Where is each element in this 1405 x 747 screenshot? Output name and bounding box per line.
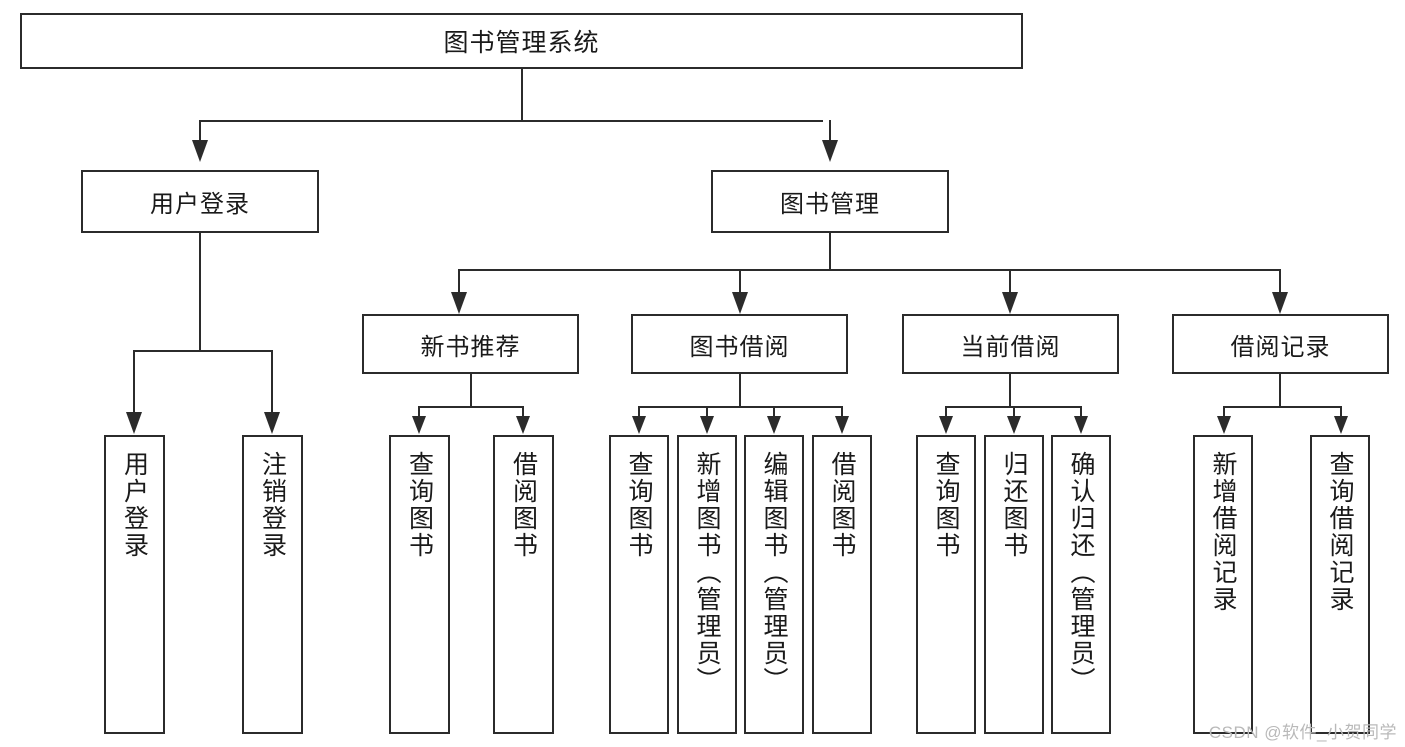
arrowhead-book-borrow — [732, 292, 748, 314]
node-label: 归还图书 — [1000, 451, 1028, 559]
edge-drop-leaf-confirm-return — [1080, 406, 1082, 418]
node-leaf-add-borrow-record[interactable]: 新增借阅记录 — [1193, 435, 1253, 734]
edge-borrow-record-stem — [1279, 374, 1281, 408]
arrowhead-leaf-query-book-3 — [939, 416, 953, 434]
arrowhead-leaf-return-book — [1007, 416, 1021, 434]
edge-drop-leaf-query-record — [1340, 406, 1342, 418]
watermark: CSDN @软件_小贺同学 — [1208, 723, 1397, 742]
arrowhead-leaf-confirm-return — [1074, 416, 1088, 434]
arrowhead-leaf-add-record — [1217, 416, 1231, 434]
node-leaf-query-book-1[interactable]: 查询图书 — [389, 435, 450, 734]
edge-drop-leaf-edit-book — [773, 406, 775, 418]
node-new-book-recommend[interactable]: 新书推荐 — [362, 314, 579, 374]
edge-drop-leaf-logout — [271, 350, 273, 416]
edge-drop-leaf-add-record — [1223, 406, 1225, 418]
node-label: 用户登录 — [150, 191, 250, 218]
edge-drop-leaf-add-book — [706, 406, 708, 418]
edge-level3-bus — [458, 269, 1281, 271]
edge-user-login-bus — [133, 350, 272, 352]
edge-new-book-rec-bus — [418, 406, 524, 408]
edge-drop-leaf-user-login — [133, 350, 135, 416]
node-label: 借阅记录 — [1230, 333, 1331, 361]
node-borrow-record[interactable]: 借阅记录 — [1172, 314, 1389, 374]
edge-drop-leaf-borrow-book-1 — [522, 406, 524, 418]
edge-drop-new-book-rec — [458, 269, 460, 295]
edge-drop-book-manage — [829, 120, 831, 142]
arrowhead-current-borrow — [1002, 292, 1018, 314]
arrowhead-leaf-borrow-book-2 — [835, 416, 849, 434]
node-leaf-query-book-2[interactable]: 查询图书 — [609, 435, 669, 734]
arrowhead-leaf-user-login — [126, 412, 142, 434]
edge-borrow-record-bus — [1223, 406, 1341, 408]
node-leaf-confirm-return[interactable]: 确认归还（管理员） — [1051, 435, 1111, 734]
node-leaf-borrow-book-1[interactable]: 借阅图书 — [493, 435, 554, 734]
node-label: 借阅图书 — [828, 451, 856, 559]
node-label: 用户登录 — [120, 451, 149, 559]
edge-drop-user-login — [199, 120, 201, 142]
arrowhead-leaf-edit-book — [767, 416, 781, 434]
node-label: 查询借阅记录 — [1326, 451, 1354, 613]
node-leaf-query-book-3[interactable]: 查询图书 — [916, 435, 976, 734]
edge-book-manage-stem — [829, 233, 831, 271]
node-leaf-return-book[interactable]: 归还图书 — [984, 435, 1044, 734]
node-label: 查询图书 — [625, 451, 653, 559]
node-user-login[interactable]: 用户登录 — [81, 170, 319, 233]
node-leaf-add-book[interactable]: 新增图书（管理员） — [677, 435, 737, 734]
arrowhead-user-login — [192, 140, 208, 162]
node-label: 查询图书 — [932, 451, 960, 559]
arrowhead-leaf-query-record — [1334, 416, 1348, 434]
edge-drop-leaf-query-book-2 — [638, 406, 640, 418]
edge-current-borrow-stem — [1009, 374, 1011, 408]
node-label: 借阅图书 — [509, 451, 538, 559]
edge-book-borrow-stem — [739, 374, 741, 408]
edge-user-login-stem — [199, 233, 201, 352]
edge-drop-current-borrow — [1009, 269, 1011, 295]
node-label: 确认归还（管理员） — [1067, 451, 1095, 694]
node-label: 图书管理 — [780, 191, 880, 218]
node-leaf-edit-book[interactable]: 编辑图书（管理员） — [744, 435, 804, 734]
arrowhead-book-manage — [822, 140, 838, 162]
node-label: 当前借阅 — [960, 333, 1061, 361]
edge-drop-leaf-query-book-3 — [945, 406, 947, 418]
node-leaf-query-borrow-record[interactable]: 查询借阅记录 — [1310, 435, 1370, 734]
node-label: 编辑图书（管理员） — [760, 451, 788, 694]
node-label: 新增借阅记录 — [1209, 451, 1237, 613]
node-book-borrow[interactable]: 图书借阅 — [631, 314, 848, 374]
node-leaf-logout[interactable]: 注销登录 — [242, 435, 303, 734]
node-label: 注销登录 — [258, 451, 287, 559]
arrowhead-leaf-logout — [264, 412, 280, 434]
arrowhead-leaf-query-book-1 — [412, 416, 426, 434]
node-leaf-user-login[interactable]: 用户登录 — [104, 435, 165, 734]
node-label: 查询图书 — [405, 451, 434, 559]
arrowhead-borrow-record — [1272, 292, 1288, 314]
node-book-manage[interactable]: 图书管理 — [711, 170, 949, 233]
arrowhead-leaf-query-book-2 — [632, 416, 646, 434]
node-label: 图书借阅 — [689, 333, 790, 361]
edge-drop-leaf-return-book — [1013, 406, 1015, 418]
arrowhead-leaf-borrow-book-1 — [516, 416, 530, 434]
arrowhead-new-book-rec — [451, 292, 467, 314]
edge-new-book-rec-stem — [470, 374, 472, 408]
node-current-borrow[interactable]: 当前借阅 — [902, 314, 1119, 374]
edge-root-stem — [521, 69, 523, 121]
node-label: 新增图书（管理员） — [693, 451, 721, 694]
edge-book-borrow-bus — [638, 406, 843, 408]
edge-drop-borrow-record — [1279, 269, 1281, 295]
edge-drop-leaf-query-book-1 — [418, 406, 420, 418]
edge-level2-bus — [199, 120, 823, 122]
edge-drop-book-borrow — [739, 269, 741, 295]
edge-drop-leaf-borrow-book-2 — [841, 406, 843, 418]
node-label: 新书推荐 — [420, 333, 521, 361]
node-label: 图书管理系统 — [443, 29, 600, 57]
node-leaf-borrow-book-2[interactable]: 借阅图书 — [812, 435, 872, 734]
node-root-book-management-system[interactable]: 图书管理系统 — [20, 13, 1023, 69]
arrowhead-leaf-add-book — [700, 416, 714, 434]
